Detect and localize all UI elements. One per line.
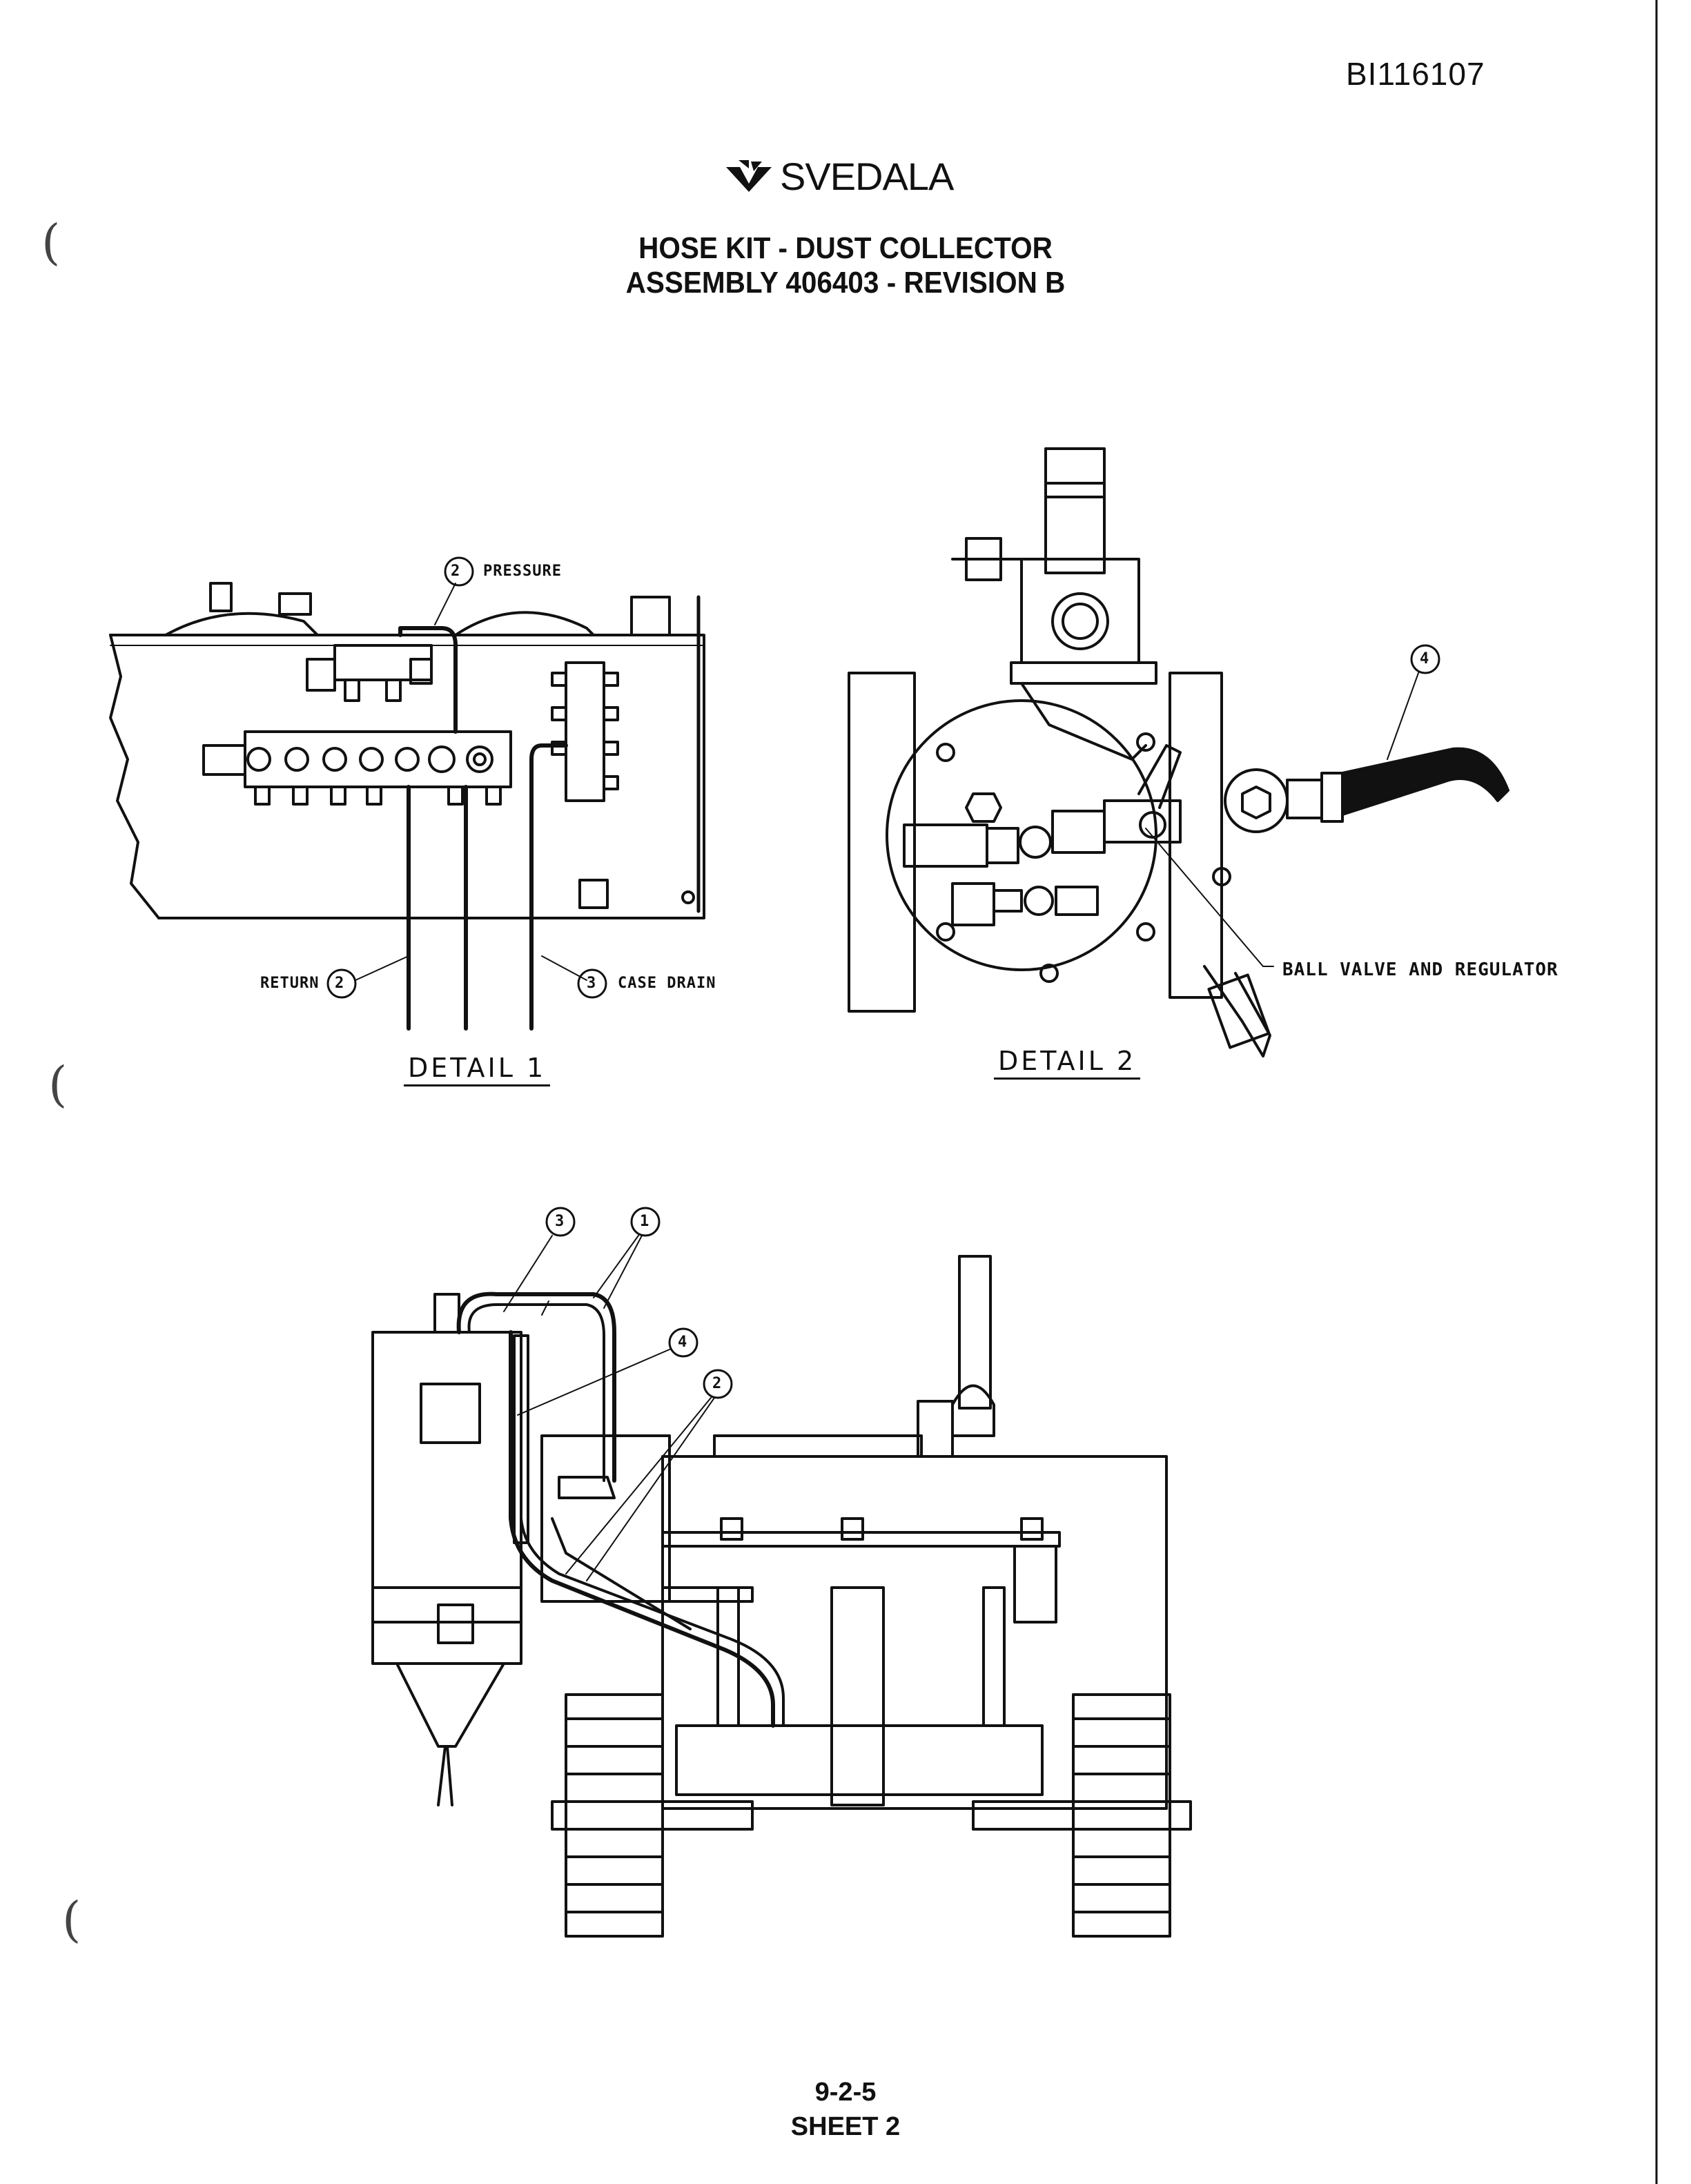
binding-mark: (	[62, 1891, 81, 1948]
svedala-logo: SVEDALA	[725, 152, 954, 200]
callout-number: 4	[1420, 650, 1430, 667]
callout-number: 2	[712, 1375, 723, 1392]
detail-1-label: DETAIL 1	[404, 1053, 551, 1086]
page-number: 9-2-5	[814, 2078, 877, 2107]
sheet-number: SHEET 2	[790, 2112, 901, 2141]
callout-number: 3	[555, 1213, 565, 1230]
callout-number: 1	[640, 1213, 650, 1230]
binding-mark: (	[41, 214, 61, 271]
callout-return-label: RETURN	[260, 975, 320, 992]
detail-2-label: DETAIL 2	[994, 1046, 1141, 1080]
ball-valve-label: BALL VALVE AND REGULATOR	[1282, 959, 1558, 980]
document-number: BI116107	[1346, 56, 1485, 92]
callout-case-drain-label: CASE DRAIN	[618, 975, 716, 992]
callout-number: 4	[678, 1334, 688, 1351]
document-title: HOSE KIT - DUST COLLECTOR	[638, 231, 1053, 265]
brand-name: SVEDALA	[780, 154, 954, 198]
detail-1-drawing	[109, 556, 705, 1031]
callout-pressure-label: PRESSURE	[483, 563, 562, 580]
binding-mark: (	[48, 1056, 68, 1113]
callout-number: 2	[335, 975, 345, 992]
document-subtitle: ASSEMBLY 406403 - REVISION B	[625, 266, 1066, 300]
main-view-drawing	[371, 1207, 1192, 1938]
callout-number: 3	[587, 975, 597, 992]
detail-2-drawing	[848, 447, 1509, 1057]
svedala-logo-icon	[726, 160, 772, 192]
callout-number: 2	[451, 563, 461, 580]
